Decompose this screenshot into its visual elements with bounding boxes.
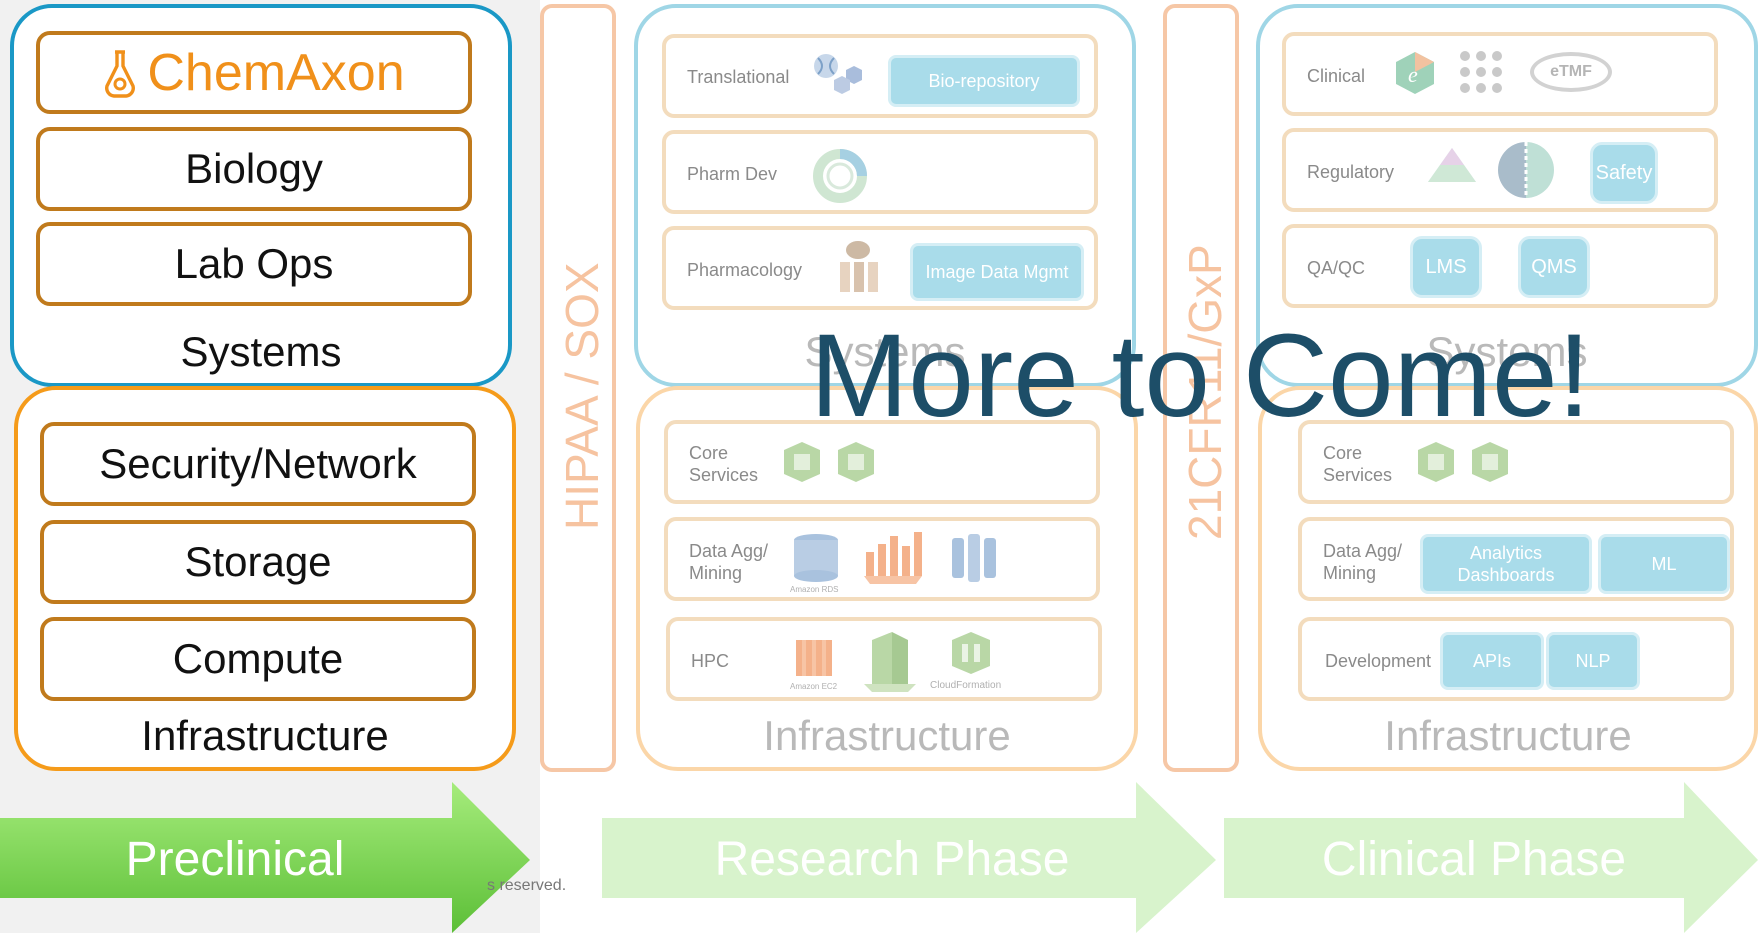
server-stack-icon (864, 632, 916, 692)
preclinical-systems-label: Systems (180, 328, 342, 375)
research-phase-arrow (602, 782, 1216, 933)
apis-pill: APIs (1440, 632, 1544, 690)
research-data-agg-label: Data Agg/ Mining (689, 541, 769, 583)
ml-pill: ML (1598, 534, 1730, 594)
circular-process-icon (813, 149, 867, 203)
aws-core-services-icon (784, 442, 874, 482)
cloudformation-icon (952, 632, 990, 674)
clinical-systems-label: Systems (1426, 328, 1588, 375)
regulatory-label: Regulatory (1307, 162, 1395, 182)
image-data-mgmt-pill: Image Data Mgmt (910, 243, 1084, 301)
research-systems-label: Systems (804, 328, 966, 375)
split-circle-icon (1498, 142, 1554, 198)
research-hpc-label: HPC (691, 651, 730, 671)
nlp-pill: NLP (1546, 632, 1640, 690)
svg-text:e: e (1408, 62, 1418, 87)
dna-molecule-icon (814, 54, 862, 94)
chemaxon-logo-row: ChemAxon (36, 31, 472, 114)
cfr-gxp-bar (1163, 4, 1239, 772)
safety-pill: Safety (1590, 142, 1658, 204)
qa-qc-row (1282, 224, 1718, 308)
redshift-icon (952, 534, 996, 582)
amazon-rds-icon (794, 534, 838, 582)
etmf-badge-text: eTMF (1550, 63, 1592, 80)
security-network-label: Security/Network (99, 440, 417, 487)
storage-row: Storage (40, 520, 476, 604)
preclinical-arrow (0, 782, 530, 933)
flask-icon (105, 49, 136, 98)
analytics-bars-icon (864, 532, 922, 584)
translational-label: Translational (687, 67, 790, 87)
clinical-infrastructure-label: Infrastructure (1384, 712, 1632, 759)
e-letter-icon: e (1396, 52, 1434, 94)
preclinical-infrastructure-label: Infrastructure (141, 712, 389, 759)
hipaa-sox-label: HIPAA / SOX (556, 262, 608, 530)
qms-pill: QMS (1518, 236, 1590, 298)
biology-row: Biology (36, 127, 472, 211)
clinical-label: Clinical (1307, 66, 1366, 86)
more-to-come-overlay: More to Come! (810, 310, 1591, 442)
lab-ops-row: Lab Ops (36, 222, 472, 306)
clinical-phase-arrow-label: Clinical Phase (1321, 833, 1627, 886)
research-infrastructure-label: Infrastructure (763, 712, 1011, 759)
pharm-dev-row (662, 130, 1098, 214)
dot-grid-icon (1460, 51, 1502, 93)
compute-label: Compute (172, 635, 344, 682)
biology-label: Biology (185, 145, 323, 192)
pharm-dev-label: Pharm Dev (687, 164, 778, 184)
qa-qc-label: QA/QC (1307, 258, 1366, 278)
mouse-lab-icon (840, 241, 878, 292)
research-core-services-label: Core Services (689, 443, 759, 485)
research-core-services-row (664, 420, 1100, 504)
pharmacology-label: Pharmacology (687, 260, 803, 280)
compute-row: Compute (40, 617, 476, 701)
clinical-aws-core-services-icon (1418, 442, 1508, 482)
chemaxon-logo-text: ChemAxon (147, 43, 405, 102)
copyright-text: s reserved. (487, 877, 567, 894)
storage-label: Storage (184, 538, 332, 585)
clinical-core-services-row (1298, 420, 1734, 504)
preclinical-arrow-label: Preclinical (125, 833, 345, 886)
pyramid-icon (1428, 148, 1476, 182)
development-label: Development (1325, 651, 1432, 671)
amazon-rds-caption: Amazon RDS (790, 585, 839, 594)
clinical-core-services-label: Core Services (1323, 443, 1393, 485)
security-network-row: Security/Network (40, 422, 476, 506)
lms-pill: LMS (1410, 236, 1482, 298)
analytics-dashboards-pill: Analytics Dashboards (1420, 534, 1592, 594)
hipaa-sox-bar (540, 4, 616, 772)
bio-repository-pill: Bio-repository (888, 55, 1080, 107)
etmf-badge: eTMF (1530, 52, 1612, 92)
amazon-ec2-icon (796, 640, 832, 676)
clinical-data-agg-label: Data Agg/ Mining (1323, 541, 1403, 583)
lab-ops-label: Lab Ops (174, 240, 334, 287)
amazon-ec2-caption: Amazon EC2 (790, 682, 838, 691)
clinical-phase-arrow (1224, 782, 1758, 933)
cloudformation-caption: CloudFormation (930, 680, 1002, 691)
research-phase-arrow-label: Research Phase (714, 833, 1070, 886)
